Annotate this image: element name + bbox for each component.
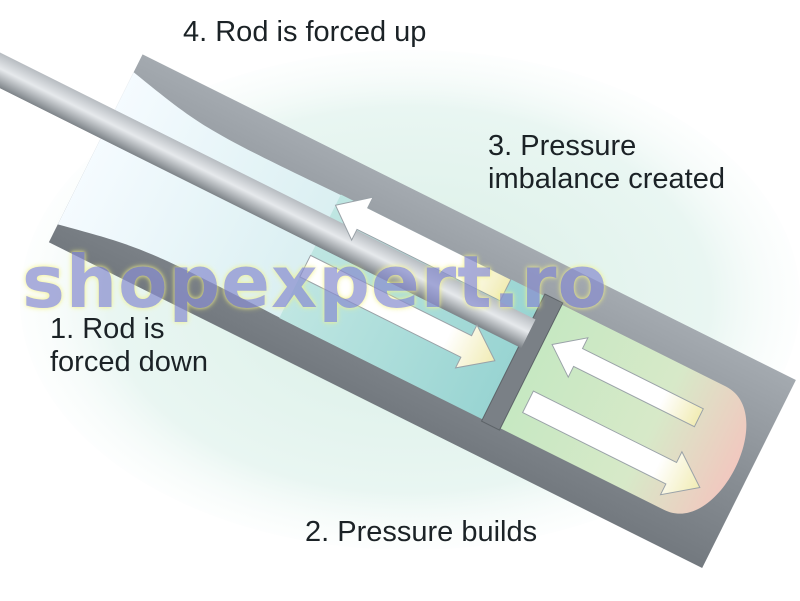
- label-rod-forced-down-line2: forced down: [50, 346, 208, 378]
- arrow-rod-down: [299, 254, 496, 369]
- label-rod-forced-down-line1: 1. Rod is: [50, 313, 165, 345]
- arrow-rod-up: [334, 196, 512, 302]
- label-pressure-imbalance-line2: imbalance created: [488, 163, 725, 195]
- piston-rod: [0, 29, 536, 349]
- arrow-pressure-builds: [521, 390, 701, 496]
- label-rod-forced-down: 1. Rod is forced down: [50, 313, 208, 379]
- piston: [480, 293, 564, 431]
- label-pressure-imbalance-line1: 3. Pressure: [488, 130, 637, 162]
- label-rod-forced-up: 4. Rod is forced up: [183, 16, 427, 48]
- label-pressure-imbalance: 3. Pressure imbalance created: [488, 130, 725, 196]
- label-pressure-builds: 2. Pressure builds: [305, 516, 538, 548]
- watermark-text: shopexpert.ro: [22, 240, 609, 324]
- arrow-pressure-imbalance: [551, 337, 705, 428]
